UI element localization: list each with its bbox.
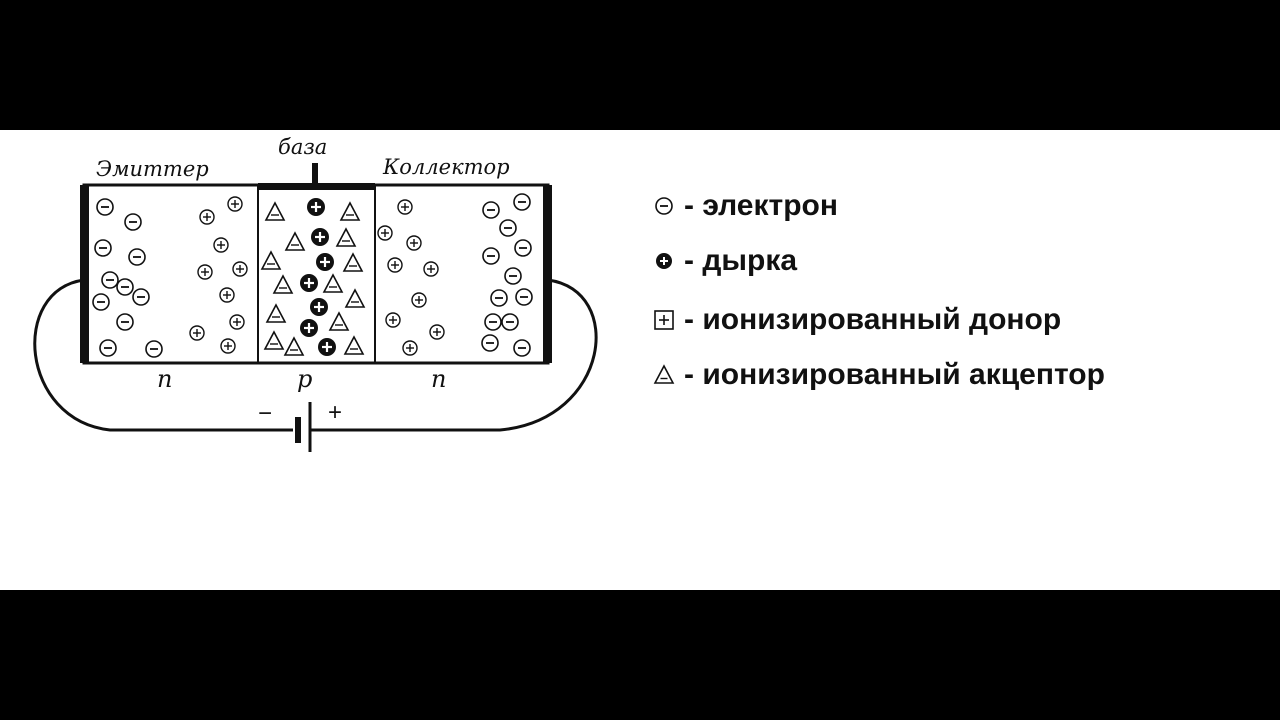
legend: - электрон - дырка - ионизированный доно… [650, 188, 1105, 412]
ionized-acceptor-symbol [264, 201, 286, 221]
collector-label: Коллектор [382, 155, 510, 179]
emitter-label: Эмиттер [96, 157, 209, 181]
electron-symbol [499, 219, 517, 237]
ionized-donor-symbol [213, 237, 229, 253]
charge-carriers [92, 193, 533, 358]
ionized-donor-symbol [429, 324, 445, 340]
ionized-donor-symbol [220, 338, 236, 354]
ionized-acceptor-symbol [265, 303, 287, 323]
legend-item-electron: - электрон [650, 188, 1105, 224]
collector-type-label: n [431, 365, 446, 393]
ionized-acceptor-symbol [263, 330, 285, 350]
ionized-donor-icon [654, 310, 674, 330]
base-label: база [278, 135, 327, 159]
ionized-donor-symbol [227, 196, 243, 212]
ionized-acceptor-symbol [272, 274, 294, 294]
ionized-acceptor-symbol [283, 336, 305, 356]
electron-symbol [92, 293, 110, 311]
electron-symbol [513, 193, 531, 211]
ionized-donor-symbol [385, 312, 401, 328]
electron-symbol [501, 313, 519, 331]
electron-symbol [96, 198, 114, 216]
ionized-acceptor-symbol [322, 273, 344, 293]
ionized-acceptor-symbol [344, 288, 366, 308]
ionized-donor-symbol [232, 261, 248, 277]
ionized-acceptor-symbol [339, 201, 361, 221]
electron-symbol [132, 288, 150, 306]
ionized-acceptor-symbol [328, 311, 350, 331]
electron-symbol [490, 289, 508, 307]
electron-icon [655, 197, 673, 215]
electron-symbol [128, 248, 146, 266]
ionized-donor-symbol [229, 314, 245, 330]
legend-item-donor: - ионизированный донор [650, 302, 1105, 338]
hole-symbol [316, 253, 334, 271]
hole-symbol [300, 274, 318, 292]
legend-label-hole: - дырка [684, 244, 798, 277]
electron-symbol [481, 334, 499, 352]
hole-symbol [318, 338, 336, 356]
battery-minus-sign: − [258, 400, 272, 427]
ionized-acceptor-symbol [342, 252, 364, 272]
legend-label-electron: - электрон [684, 189, 838, 222]
hole-symbol [300, 319, 318, 337]
legend-label-acceptor: - ионизированный акцептор [684, 358, 1105, 391]
base-lead [312, 163, 318, 187]
ionized-donor-symbol [402, 340, 418, 356]
transistor-diagram: − + Эмиттер база Коллектор n p n [33, 135, 598, 452]
ionized-donor-symbol [377, 225, 393, 241]
ionized-acceptor-symbol [343, 335, 365, 355]
electron-symbol [99, 339, 117, 357]
legend-item-hole: - дырка [650, 243, 1105, 279]
ionized-donor-symbol [219, 287, 235, 303]
electron-symbol [124, 213, 142, 231]
circuit-wire [33, 278, 598, 432]
electron-symbol [482, 201, 500, 219]
electron-symbol [513, 339, 531, 357]
emitter-type-label: n [157, 365, 172, 393]
content-panel: − + Эмиттер база Коллектор n p n - элект… [0, 130, 1280, 590]
ionized-acceptor-symbol [284, 231, 306, 251]
ionized-acceptor-symbol [335, 227, 357, 247]
legend-label-donor: - ионизированный донор [684, 303, 1062, 336]
emitter-contact [80, 185, 89, 363]
battery-plus-sign: + [328, 399, 342, 426]
base-type-label: p [297, 365, 312, 393]
collector-contact [543, 185, 552, 363]
legend-item-acceptor: - ионизированный акцептор [650, 357, 1105, 393]
electron-symbol [116, 313, 134, 331]
hole-symbol [311, 228, 329, 246]
ionized-acceptor-symbol [260, 250, 282, 270]
ionized-donor-symbol [387, 257, 403, 273]
ionized-donor-symbol [397, 199, 413, 215]
ionized-donor-symbol [411, 292, 427, 308]
hole-symbol [310, 298, 328, 316]
electron-symbol [484, 313, 502, 331]
electron-symbol [94, 239, 112, 257]
ionized-donor-symbol [423, 261, 439, 277]
electron-symbol [145, 340, 163, 358]
hole-icon [656, 253, 672, 269]
electron-symbol [116, 278, 134, 296]
ionized-donor-symbol [199, 209, 215, 225]
electron-symbol [101, 271, 119, 289]
hole-symbol [307, 198, 325, 216]
electron-symbol [504, 267, 522, 285]
electron-symbol [515, 288, 533, 306]
ionized-donor-symbol [189, 325, 205, 341]
electron-symbol [482, 247, 500, 265]
ionized-donor-symbol [197, 264, 213, 280]
ionized-donor-symbol [406, 235, 422, 251]
electron-symbol [514, 239, 532, 257]
ionized-acceptor-icon [653, 364, 675, 384]
